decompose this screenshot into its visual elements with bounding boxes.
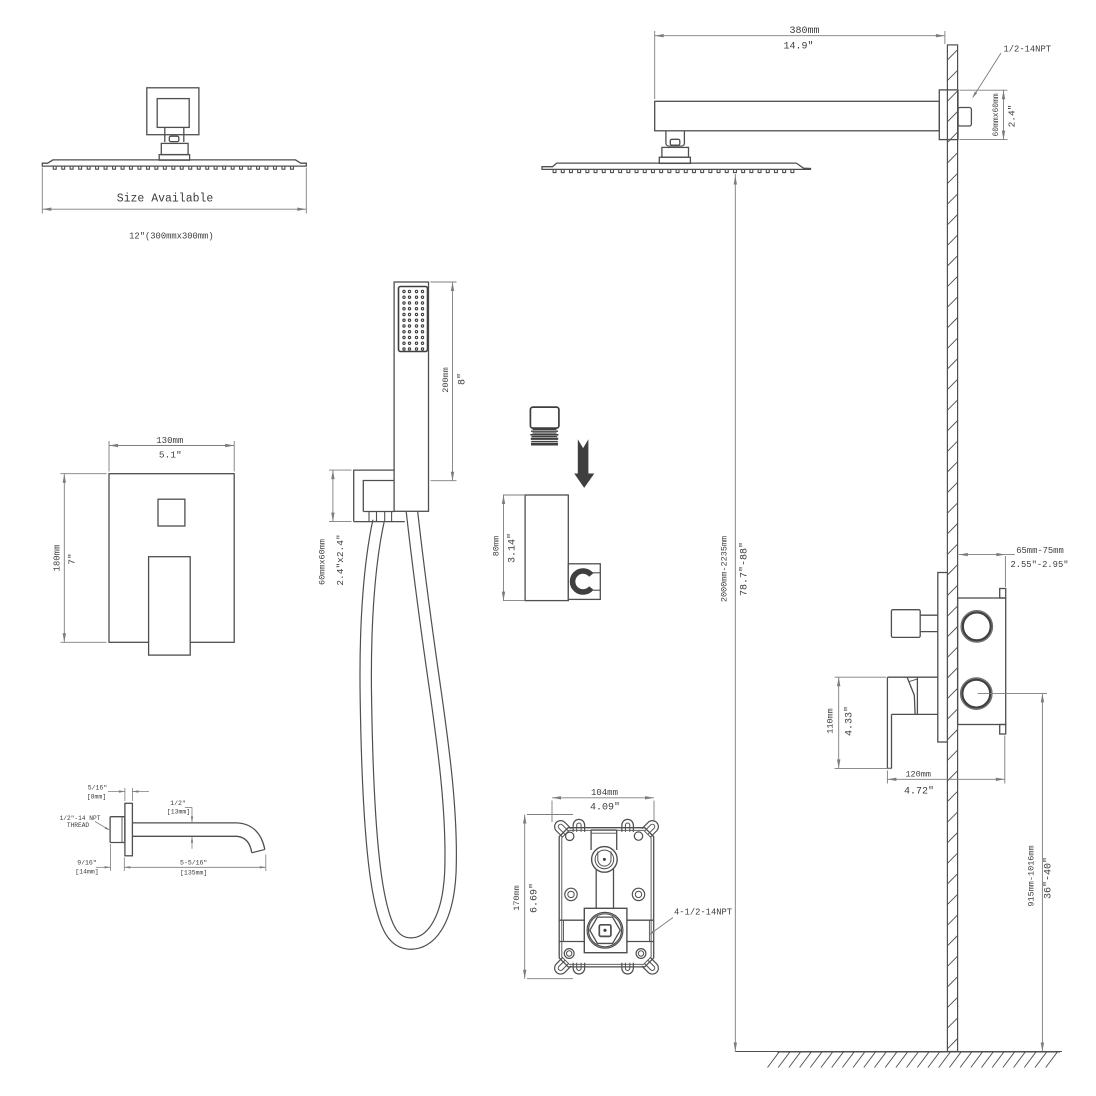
- svg-text:915mm-1016mm: 915mm-1016mm: [1027, 845, 1037, 906]
- svg-text:170mm: 170mm: [512, 885, 522, 911]
- svg-text:9/16″: 9/16″: [77, 860, 97, 867]
- svg-text:6.69″: 6.69″: [529, 883, 541, 913]
- svg-text:65mm-75mm: 65mm-75mm: [1016, 546, 1064, 556]
- svg-text:8″: 8″: [457, 373, 469, 385]
- svg-text:5.1″: 5.1″: [159, 450, 182, 461]
- svg-text:110mm: 110mm: [826, 708, 836, 734]
- svg-text:200mm: 200mm: [441, 367, 451, 393]
- svg-text:2000mm-2235mm: 2000mm-2235mm: [720, 536, 730, 602]
- svg-text:2.4″: 2.4″: [1007, 105, 1018, 128]
- svg-text:120mm: 120mm: [905, 769, 931, 779]
- svg-text:14.9″: 14.9″: [783, 41, 813, 53]
- svg-text:THREAD: THREAD: [67, 822, 90, 829]
- svg-text:1/2″-14 NPT: 1/2″-14 NPT: [60, 815, 101, 822]
- svg-text:60mmx60mm: 60mmx60mm: [318, 539, 328, 585]
- svg-text:180mm: 180mm: [53, 544, 63, 571]
- svg-text:4.72″: 4.72″: [904, 786, 934, 798]
- svg-text:[8mm]: [8mm]: [87, 794, 107, 801]
- svg-text:80mm: 80mm: [492, 536, 502, 556]
- svg-text:130mm: 130mm: [156, 436, 183, 446]
- svg-text:36″-40″: 36″-40″: [1043, 857, 1055, 899]
- svg-text:4-1/2-14NPT: 4-1/2-14NPT: [674, 908, 732, 918]
- svg-text:4.33″: 4.33″: [844, 706, 856, 736]
- svg-text:380mm: 380mm: [789, 26, 819, 37]
- svg-text:7″: 7″: [67, 553, 78, 564]
- svg-text:5/16″: 5/16″: [88, 785, 108, 792]
- svg-text:4.09″: 4.09″: [590, 802, 620, 814]
- svg-text:5-5/16″: 5-5/16″: [180, 860, 207, 867]
- svg-text:3.14″: 3.14″: [507, 533, 519, 563]
- svg-text:Size Available: Size Available: [117, 193, 214, 206]
- svg-text:60mmx60mm: 60mmx60mm: [992, 93, 1001, 136]
- svg-text:12″(300mmx300mm): 12″(300mmx300mm): [129, 232, 213, 242]
- svg-text:2.55″-2.95″: 2.55″-2.95″: [1010, 560, 1068, 570]
- svg-text:78.7″-88″: 78.7″-88″: [739, 542, 751, 596]
- svg-text:1/2-14NPT: 1/2-14NPT: [1004, 45, 1052, 55]
- svg-text:[135mm]: [135mm]: [180, 870, 207, 877]
- svg-text:2.4″x2.4″: 2.4″x2.4″: [335, 534, 346, 585]
- svg-text:[14mm]: [14mm]: [75, 869, 98, 876]
- svg-text:1/2″: 1/2″: [170, 800, 186, 807]
- svg-text:[13mm]: [13mm]: [167, 809, 190, 816]
- svg-text:104mm: 104mm: [591, 788, 618, 798]
